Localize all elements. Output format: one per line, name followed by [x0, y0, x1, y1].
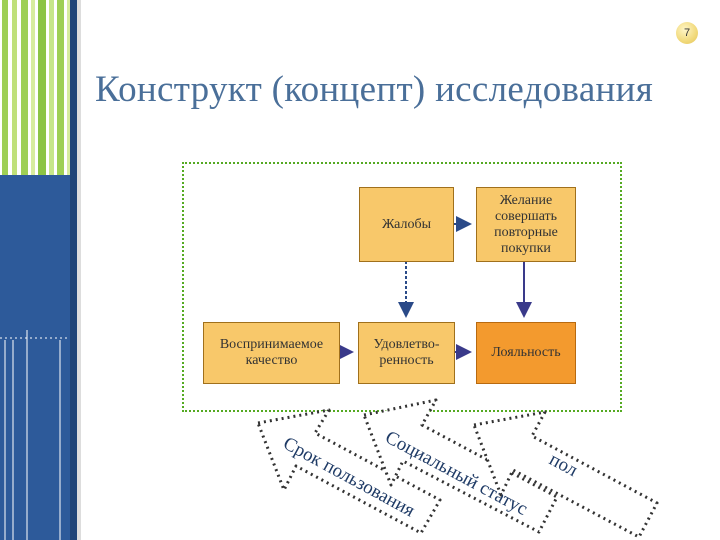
moderator-arrow-3: [472, 410, 659, 539]
sidebar-decoration: [0, 0, 95, 540]
node-complaints: Жалобы: [359, 187, 454, 262]
node-perceived-quality-label: Воспринимаемое качество: [219, 337, 324, 368]
node-repurchase-label: Желание совершать повторные покупки: [494, 192, 558, 256]
node-loyalty: Лояльность: [476, 322, 576, 384]
node-perceived-quality: Воспринимаемое качество: [203, 322, 340, 384]
slide-title: Конструкт (концепт) исследования: [95, 69, 654, 110]
moderator-arrow-2: [362, 398, 559, 534]
node-satisfaction-label: Удовлетво-ренность: [373, 337, 440, 368]
node-complaints-label: Жалобы: [381, 216, 432, 232]
node-loyalty-label: Лояльность: [491, 345, 561, 360]
node-satisfaction: Удовлетво-ренность: [358, 322, 455, 384]
node-repurchase: Желание совершать повторные покупки: [476, 187, 576, 262]
page-number-badge: 7: [676, 22, 698, 44]
moderator-arrow-1: [256, 408, 442, 535]
